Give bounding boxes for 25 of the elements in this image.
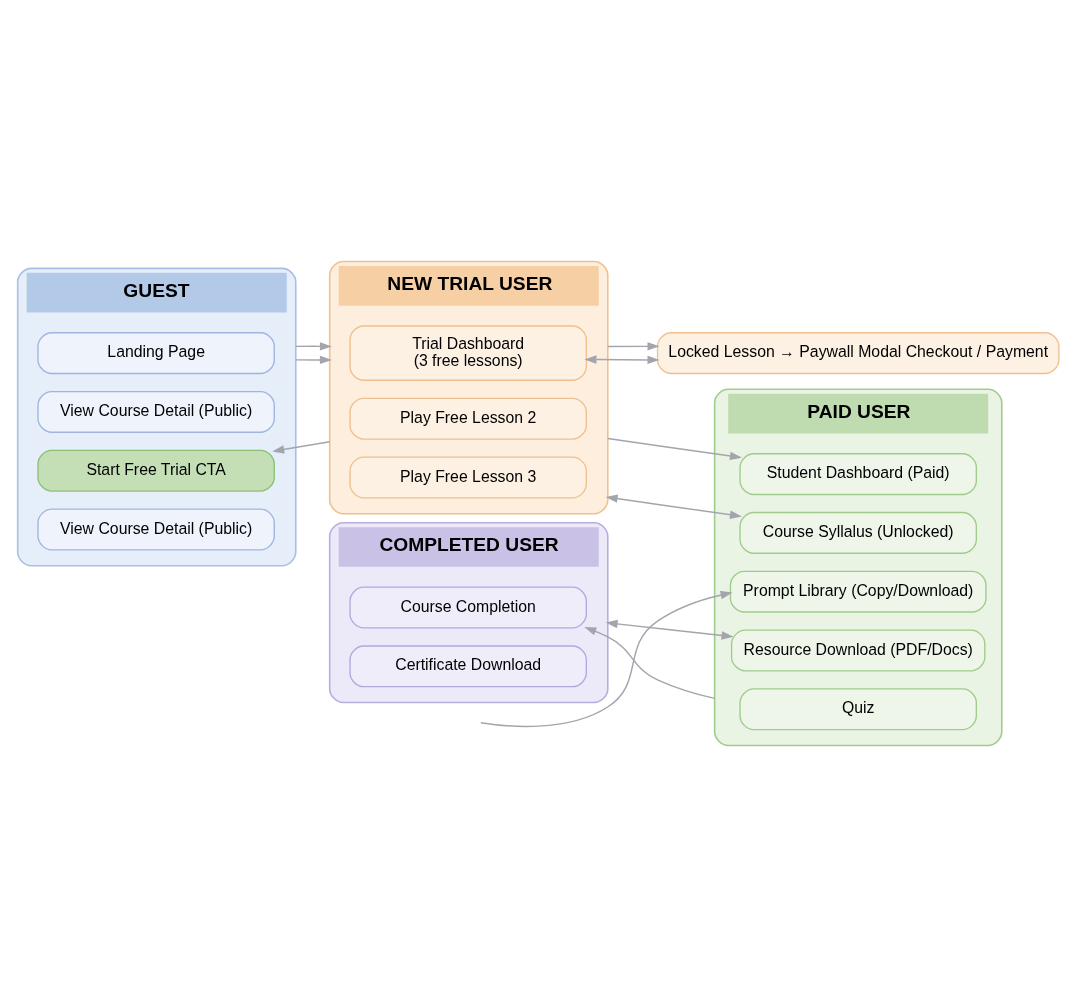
arrow [272,440,331,454]
node-box: View Course Detail (Public) [37,390,275,433]
node-box: Quiz [739,687,977,730]
arrow [295,341,332,351]
arrow [607,341,660,351]
arrow [605,494,742,519]
node-box: Course Syllalus (Unlocked) [739,511,977,554]
arrow [605,619,734,640]
arrow [295,355,332,364]
node-box: Prompt Library (Copy/Download) [729,570,987,613]
node-box: Student Dashboard (Paid) [739,452,977,495]
arrow [480,590,733,727]
arrow [607,437,742,460]
arrow [584,626,716,699]
node-box: Course Completion [349,586,587,629]
arrow [584,354,660,364]
node-box: Certificate Download [349,644,587,687]
node-box: Locked Lesson → Paywall Modal Checkout / Payment [656,331,1060,374]
node-box: Start Free Trial CTA [37,449,275,492]
node-box: Play Free Lesson 2 [349,397,587,440]
node-box: Resource Download (PDF/Docs) [730,628,986,671]
node-box: Landing Page [37,331,275,374]
node-box: Trial Dashboard (3 free lessons) [349,324,587,381]
node-box: Play Free Lesson 3 [349,455,587,499]
node-box: View Course Detail (Public) [37,507,275,551]
